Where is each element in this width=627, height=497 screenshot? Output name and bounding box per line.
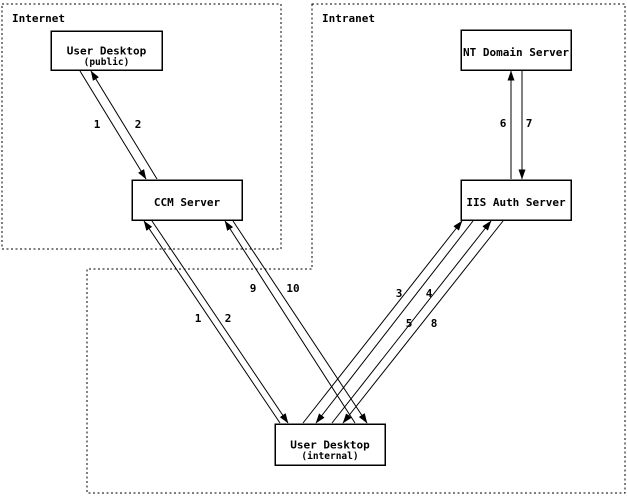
node-title: CCM Server <box>154 196 221 209</box>
edge-step-label: 5 <box>406 317 413 330</box>
regions-layer: Internet Intranet <box>1 3 626 494</box>
edge-user-desktop-public-to-ccm-server <box>79 70 147 180</box>
edge-iis-auth-server-to-user-desktop-internal <box>315 220 474 424</box>
region-internet-label: Internet <box>12 12 65 25</box>
edge-user-desktop-internal-to-iis-auth-server <box>302 220 463 424</box>
edge-step-label: 8 <box>431 317 438 330</box>
edge-step-label: 7 <box>526 117 533 130</box>
edge-ccm-server-to-user-desktop-public <box>90 70 158 180</box>
region-intranet-border <box>86 3 626 494</box>
edge-step-label: 6 <box>500 117 507 130</box>
node-ccm-server: CCM Server <box>131 179 243 221</box>
node-iis-auth-server-box <box>460 179 572 221</box>
node-nt-domain-server: NT Domain Server <box>460 29 572 71</box>
edge-step-label: 2 <box>135 118 142 131</box>
node-title: User Desktop <box>67 44 147 57</box>
node-title: User Desktop <box>290 439 370 452</box>
edge-iis-auth-server-to-user-desktop-internal <box>342 220 504 424</box>
node-user-desktop-internal: User Desktop(internal) <box>274 423 386 466</box>
region-internet-border <box>1 3 282 250</box>
edge-ccm-server-to-user-desktop-internal <box>151 220 289 424</box>
edge-step-label: 3 <box>396 287 403 300</box>
edge-step-label: 4 <box>426 287 433 300</box>
edge-step-label: 1 <box>195 312 202 325</box>
node-user-desktop-public: User Desktop(public) <box>50 30 163 71</box>
node-subtitle: (public) <box>84 57 130 68</box>
edge-step-label: 10 <box>286 282 299 295</box>
edge-user-desktop-internal-to-iis-auth-server <box>331 220 492 424</box>
edge-step-label: 9 <box>250 282 257 295</box>
node-user-desktop-internal-box <box>274 423 386 466</box>
node-subtitle: (internal) <box>301 451 358 462</box>
edges-layer: 1 2 6 7 9 10 1 2 3 4 5 8 <box>79 70 533 424</box>
edge-step-label: 2 <box>225 312 232 325</box>
edge-ccm-server-to-user-desktop-internal <box>232 220 368 424</box>
region-intranet-label: Intranet <box>322 12 375 25</box>
node-nt-domain-server-box <box>460 29 572 71</box>
edge-step-label: 1 <box>94 118 101 131</box>
node-ccm-server-box <box>131 179 243 221</box>
node-title: NT Domain Server <box>463 46 569 59</box>
node-title: IIS Auth Server <box>466 196 566 209</box>
edge-user-desktop-internal-to-ccm-server <box>143 220 281 424</box>
edge-user-desktop-internal-to-ccm-server <box>224 220 356 424</box>
node-user-desktop-public-box <box>50 30 163 71</box>
node-iis-auth-server: IIS Auth Server <box>460 179 572 221</box>
